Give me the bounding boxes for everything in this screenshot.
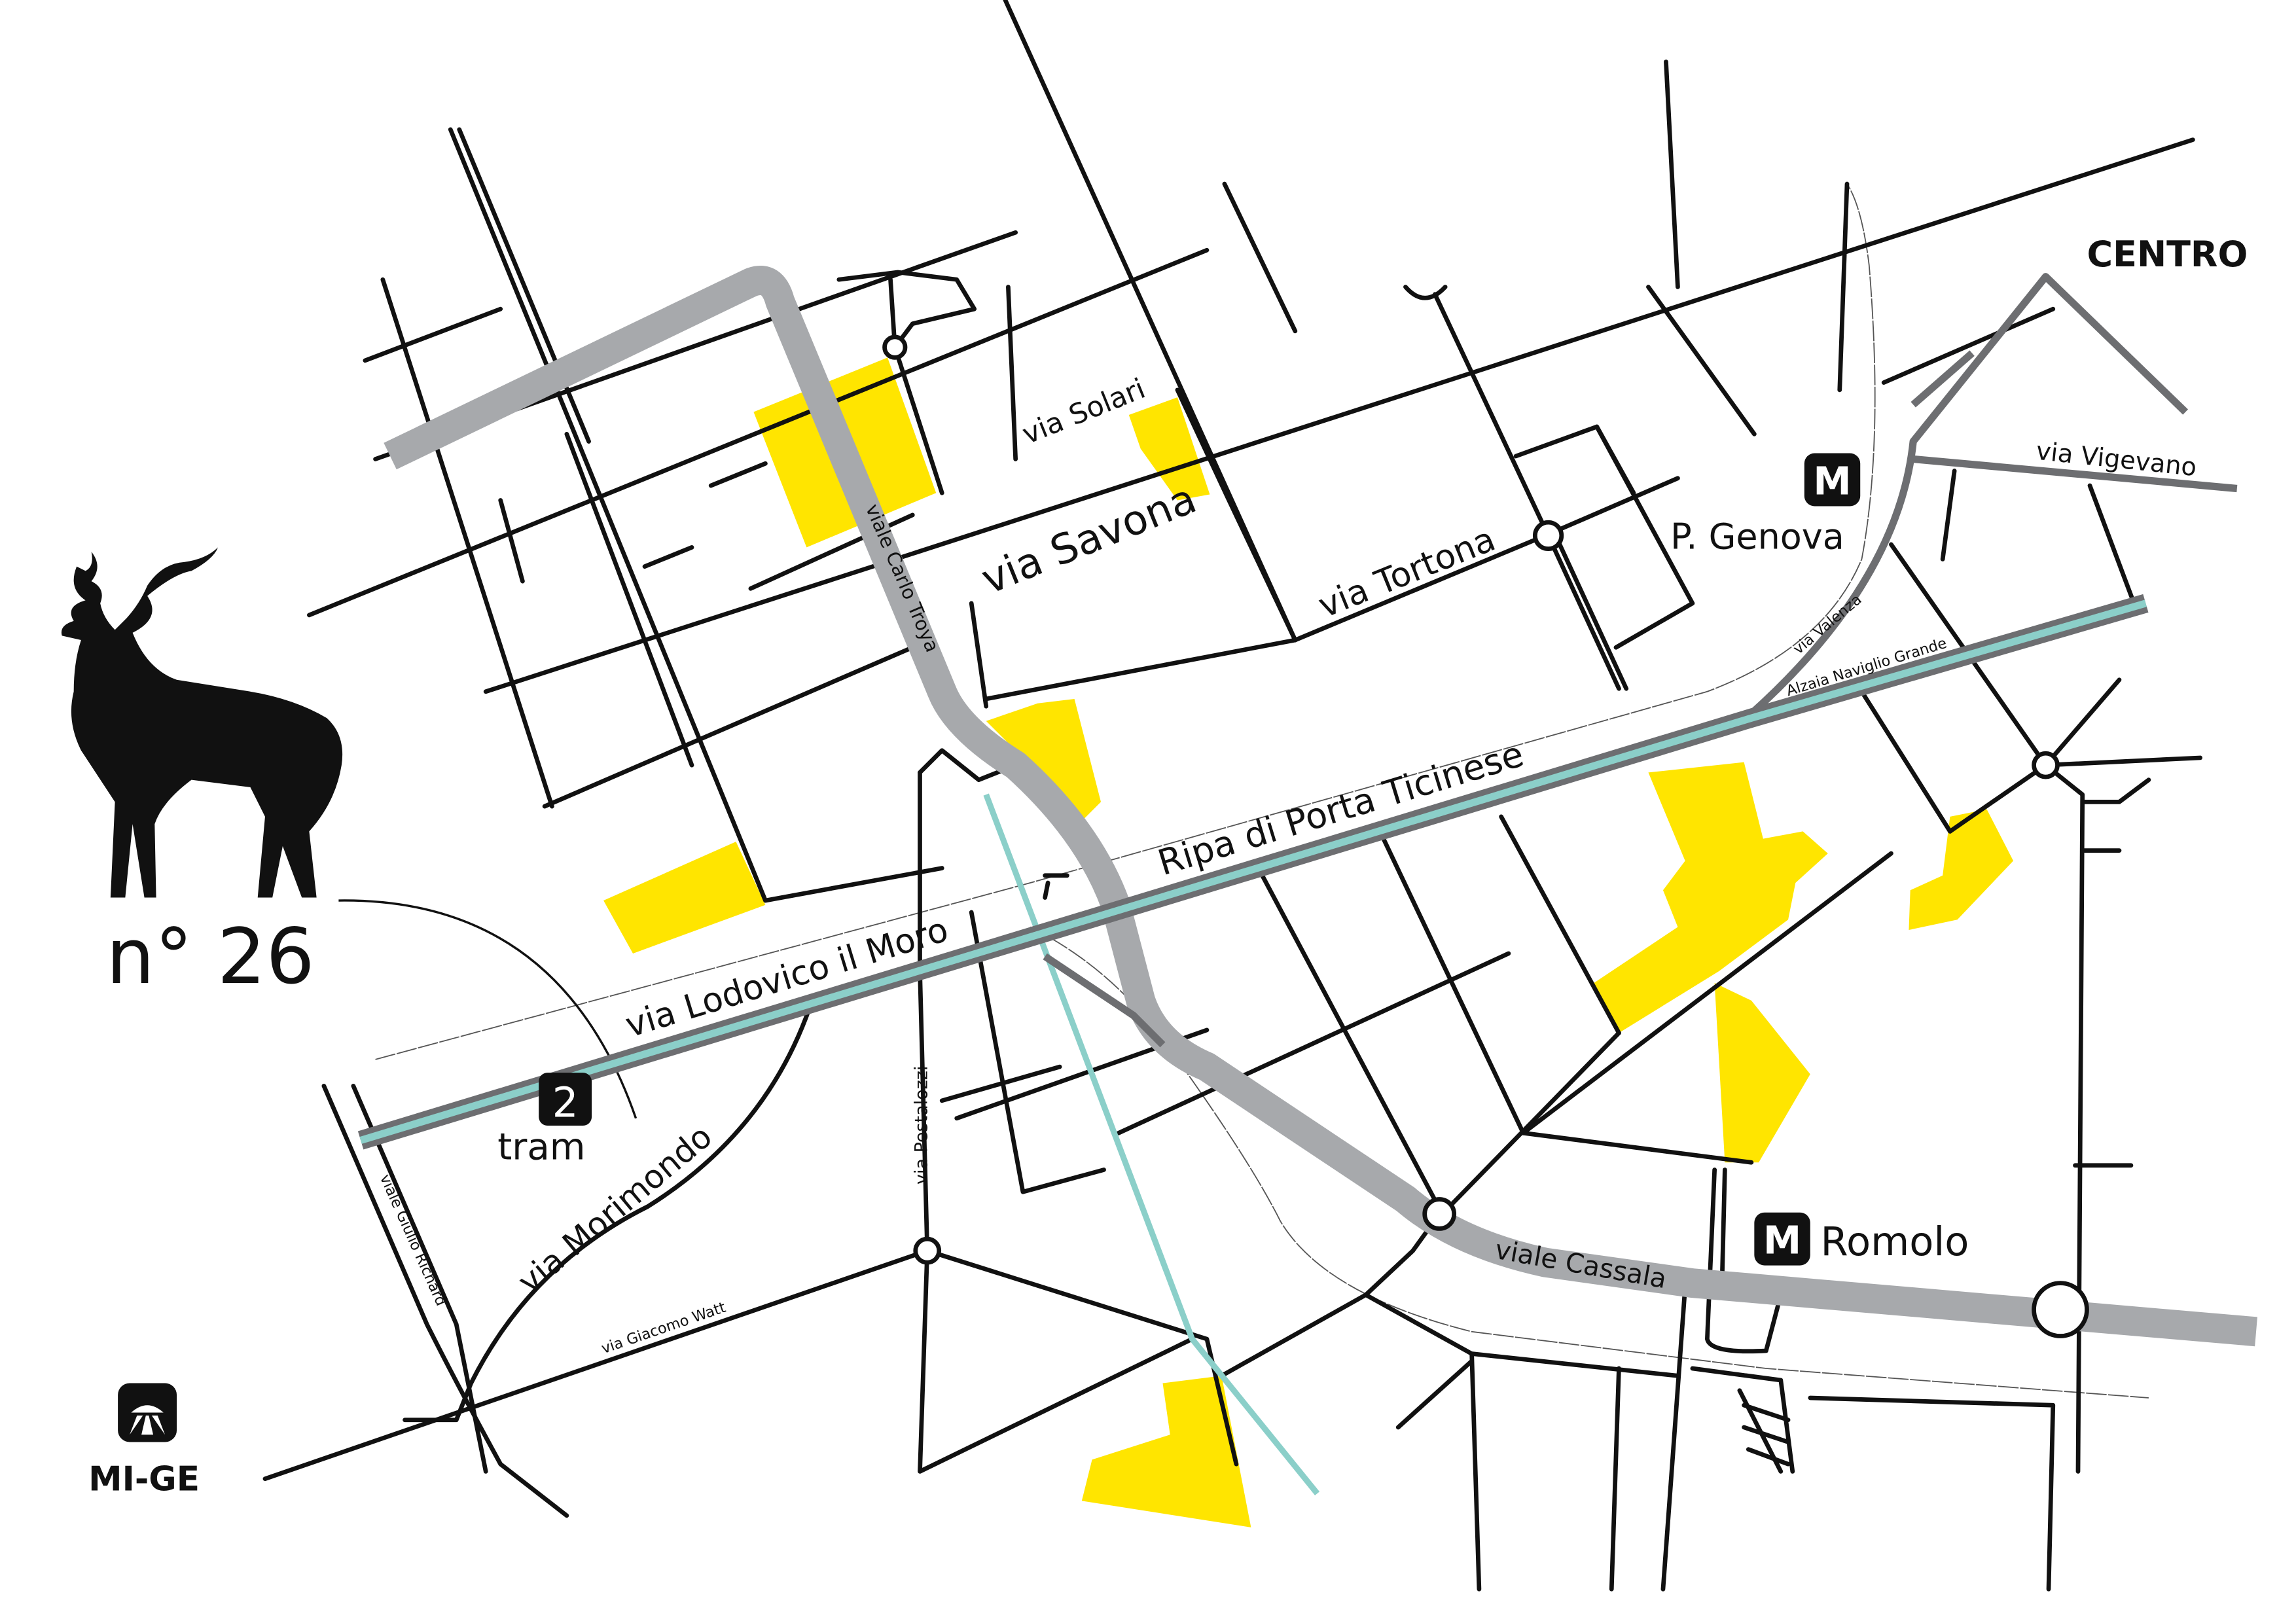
- metro-icon-romolo: M: [1754, 1212, 1810, 1266]
- tram-label: tram: [497, 1126, 585, 1169]
- tram-badge: 2 tram: [497, 1073, 592, 1169]
- page-title: n° 26: [106, 912, 314, 1001]
- label-via-solari: via Solari: [1018, 372, 1150, 451]
- motorway-icon: [118, 1383, 177, 1442]
- tram-number: 2: [552, 1079, 579, 1127]
- metro-icon-letter: M: [1813, 459, 1851, 503]
- label-via-valenza: via Valenza: [1790, 591, 1865, 658]
- yellow-areas: [603, 357, 2014, 1527]
- yellow-area: [603, 842, 766, 954]
- label-viale-cassala: viale Cassala: [1493, 1234, 1669, 1294]
- deer-icon: [61, 547, 343, 898]
- metro-icon-p-genova: M: [1804, 453, 1861, 507]
- metro-icon-letter: M: [1763, 1219, 1801, 1263]
- label-romolo: Romolo: [1821, 1219, 1969, 1265]
- canal: [983, 793, 1320, 1495]
- yellow-area: [1714, 982, 1810, 1163]
- label-via-savona: via Savona: [975, 474, 1202, 603]
- label-mi-ge: MI-GE: [88, 1460, 200, 1499]
- naviglio-grande: [359, 599, 2147, 1144]
- label-centro: CENTRO: [2087, 234, 2248, 275]
- yellow-area: [986, 698, 1102, 821]
- tram-lines: [1043, 273, 2238, 1048]
- yellow-area: [1081, 1376, 1251, 1527]
- label-p-genova: P. Genova: [1670, 516, 1844, 558]
- label-via-tortona: via Tortona: [1313, 520, 1501, 626]
- yellow-area: [1594, 762, 1828, 1033]
- yellow-area: [1128, 397, 1210, 501]
- label-via-pestalozzi: via Pestalozzi: [912, 1066, 932, 1185]
- yellow-area: [1909, 809, 2014, 930]
- roads: [262, 0, 2202, 1592]
- roundabouts: [882, 334, 2089, 1338]
